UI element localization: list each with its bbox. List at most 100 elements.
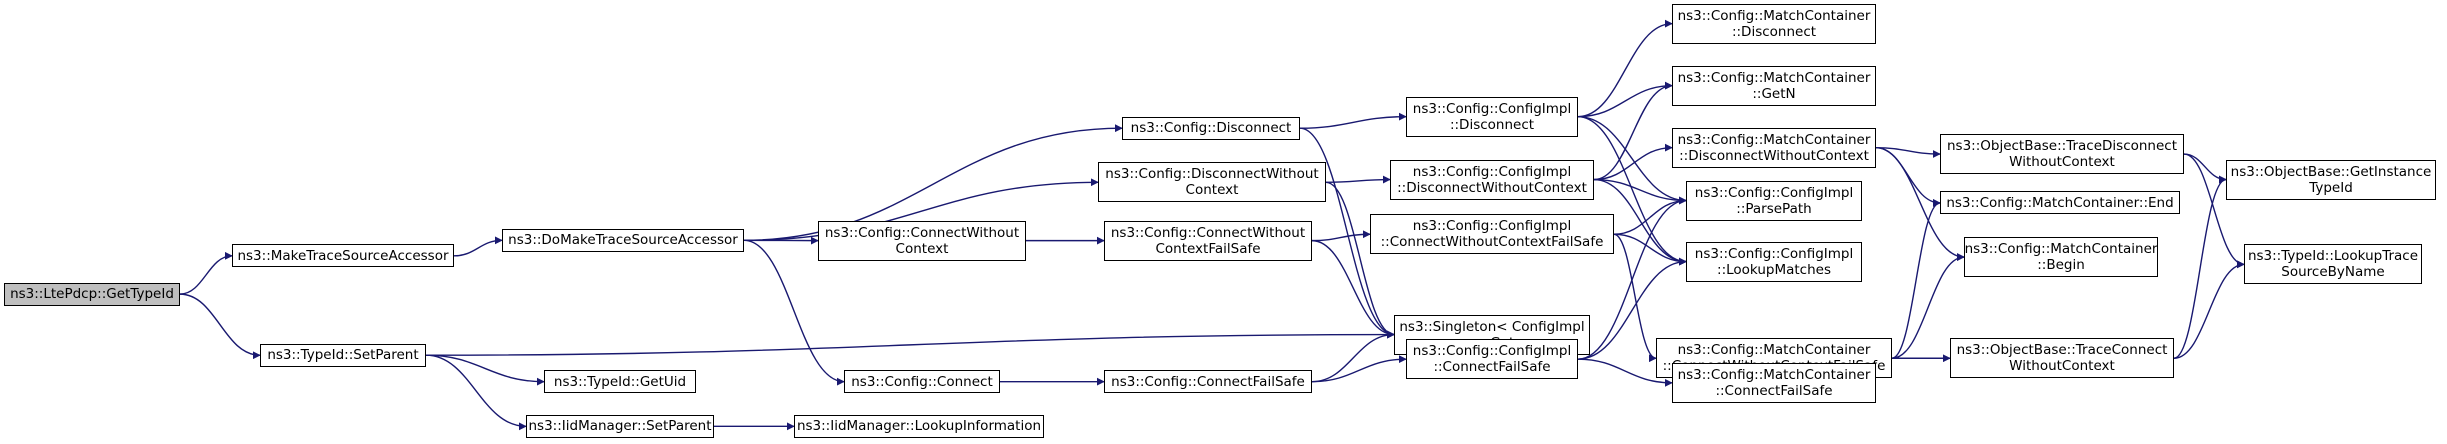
edge-root-to-make_trace_source_accessor	[179, 251, 233, 295]
node-label: TypeId	[2309, 179, 2353, 196]
edge-config_connect_failsafe-to-singleton_get	[1311, 330, 1395, 383]
node-make-trace-source-accessor[interactable]: ns3::MakeTraceSourceAccessor	[232, 244, 454, 268]
node-matchcontainer-disconnect-without-context[interactable]: ns3::Config::MatchContainer::DisconnectW…	[1672, 127, 1876, 168]
node-label: Context	[895, 240, 949, 257]
node-label: ns3::Config::ConfigImpl	[1412, 100, 1572, 117]
edge-do_make_trace_source_accessor-to-config_connect	[743, 239, 845, 386]
edge-do_make_trace_source_accessor-to-config_disconnect_without_context	[743, 178, 1099, 242]
node-configimpl-parse-path[interactable]: ns3::Config::ConfigImpl::ParsePath	[1686, 180, 1862, 221]
node-label: ns3::Config::DisconnectWithout	[1105, 166, 1319, 183]
edge-objectbase_trace_disconnect_without_context-to-typeid_lookup_trace_source_by_name	[2183, 153, 2245, 269]
node-label: ContextFailSafe	[1155, 240, 1261, 257]
node-label: ns3::Config::MatchContainer	[1677, 366, 1871, 383]
node-label: ::Begin	[2037, 257, 2085, 274]
edge-config_disconnect-to-singleton_get	[1299, 127, 1395, 339]
node-label: ns3::ObjectBase::TraceConnect	[1956, 342, 2168, 359]
edge-matchcontainer_disconnect_without_context-to-matchcontainer_end	[1875, 146, 1941, 207]
edge-configimpl_disconnect-to-matchcontainer_getn	[1577, 81, 1673, 118]
node-label: SourceByName	[2281, 264, 2385, 281]
node-label: ::GetN	[1752, 85, 1796, 102]
edge-configimpl_disconnect-to-configimpl_parse_path	[1577, 115, 1687, 205]
node-label: ns3::Config::ConfigImpl	[1412, 163, 1572, 180]
node-label: ::ConnectWithoutContextFailSafe	[1380, 234, 1604, 251]
node-label: WithoutContext	[2009, 154, 2115, 171]
node-label: ::ConnectFailSafe	[1715, 382, 1833, 399]
node-label: WithoutContext	[2009, 358, 2115, 375]
node-label: ::ConnectFailSafe	[1433, 359, 1551, 376]
node-matchcontainer-disconnect[interactable]: ns3::Config::MatchContainer::Disconnect	[1672, 3, 1876, 44]
node-configimpl-lookup-matches[interactable]: ns3::Config::ConfigImpl::LookupMatches	[1686, 241, 1862, 282]
edge-do_make_trace_source_accessor-to-config_disconnect	[743, 124, 1123, 242]
edge-configimpl_disconnect_without_context-to-configimpl_lookup_matches	[1593, 178, 1687, 266]
edge-matchcontainer_disconnect_without_context-to-objectbase_trace_disconnect_without_context	[1875, 146, 1941, 159]
node-label: ns3::Config::ConfigImpl	[1694, 245, 1854, 262]
node-config-connect-failsafe[interactable]: ns3::Config::ConnectFailSafe	[1104, 370, 1312, 394]
edge-configimpl_disconnect_without_context-to-matchcontainer_getn	[1593, 81, 1673, 181]
node-iidmanager-lookup-information[interactable]: ns3::IidManager::LookupInformation	[794, 414, 1044, 438]
edge-config_disconnect-to-configimpl_disconnect	[1299, 112, 1407, 129]
node-label: ns3::LtePdcp::GetTypeId	[10, 286, 174, 303]
node-label: ns3::Config::Disconnect	[1130, 120, 1292, 137]
edge-configimpl_connect_failsafe-to-configimpl_parse_path	[1577, 196, 1687, 360]
node-matchcontainer-begin[interactable]: ns3::Config::MatchContainer::Begin	[1964, 237, 2158, 278]
node-config-connect[interactable]: ns3::Config::Connect	[844, 370, 1000, 394]
node-label: ::Disconnect	[1449, 116, 1535, 133]
node-label: ns3::Config::ConnectWithout	[824, 224, 1020, 241]
edge-objectbase_trace_connect_without_context-to-typeid_lookup_trace_source_by_name	[2173, 260, 2245, 359]
node-typeid-set-parent[interactable]: ns3::TypeId::SetParent	[260, 343, 426, 367]
node-configimpl-disconnect[interactable]: ns3::Config::ConfigImpl::Disconnect	[1406, 96, 1578, 137]
node-label: ::DisconnectWithoutContext	[1397, 179, 1587, 196]
edge-configimpl_disconnect_without_context-to-matchcontainer_disconnect_without_context	[1593, 143, 1673, 181]
edge-typeid_set_parent-to-iidmanager_set_parent	[425, 354, 527, 431]
node-label: ns3::DoMakeTraceSourceAccessor	[508, 232, 738, 249]
node-label: ns3::ObjectBase::TraceDisconnect	[1946, 138, 2178, 155]
edge-configimpl_disconnect-to-matchcontainer_disconnect	[1577, 19, 1673, 118]
node-label: ns3::Config::ConnectFailSafe	[1111, 373, 1305, 390]
edge-configimpl_disconnect-to-configimpl_lookup_matches	[1577, 115, 1687, 266]
node-matchcontainer-end[interactable]: ns3::Config::MatchContainer::End	[1940, 191, 2180, 215]
node-label: ns3::Config::ConfigImpl	[1694, 184, 1854, 201]
edge-matchcontainer_disconnect_without_context-to-matchcontainer_begin	[1875, 146, 1965, 262]
node-label: ns3::Config::MatchContainer	[1677, 342, 1871, 359]
edge-config_disconnect_without_context-to-singleton_get	[1325, 181, 1395, 339]
node-label: ::Disconnect	[1731, 23, 1817, 40]
edge-objectbase_trace_connect_without_context-to-objectbase_get_instance_typeid	[2173, 175, 2227, 359]
node-label: Context	[1185, 182, 1239, 199]
node-do-make-trace-source-accessor[interactable]: ns3::DoMakeTraceSourceAccessor	[502, 228, 744, 252]
node-configimpl-connect-without-context-failsafe[interactable]: ns3::Config::ConfigImpl::ConnectWithoutC…	[1370, 214, 1614, 255]
node-configimpl-connect-failsafe[interactable]: ns3::Config::ConfigImpl::ConnectFailSafe	[1406, 339, 1578, 380]
node-matchcontainer-getn[interactable]: ns3::Config::MatchContainer::GetN	[1672, 65, 1876, 106]
node-label: ns3::Config::MatchContainer	[1677, 7, 1871, 24]
edge-config_connect_without_context_failsafe-to-singleton_get	[1311, 239, 1395, 339]
node-configimpl-disconnect-without-context[interactable]: ns3::Config::ConfigImpl::DisconnectWitho…	[1390, 159, 1594, 200]
node-matchcontainer-connect-failsafe[interactable]: ns3::Config::MatchContainer::ConnectFail…	[1672, 362, 1876, 403]
edge-configimpl_connect_without_context_failsafe-to-configimpl_parse_path	[1613, 196, 1687, 235]
node-label: ns3::Config::MatchContainer::End	[1946, 194, 2174, 211]
node-label: ns3::Config::Connect	[851, 373, 993, 390]
node-label: ::ParsePath	[1736, 200, 1812, 217]
edge-root-to-typeid_set_parent	[179, 293, 261, 360]
node-config-disconnect[interactable]: ns3::Config::Disconnect	[1122, 116, 1300, 140]
node-typeid-get-uid[interactable]: ns3::TypeId::GetUid	[544, 370, 696, 394]
node-label: ns3::Config::MatchContainer	[1677, 131, 1871, 148]
call-edges	[179, 19, 2245, 431]
edge-objectbase_trace_disconnect_without_context-to-objectbase_get_instance_typeid	[2183, 153, 2227, 184]
node-label: ns3::Config::MatchContainer	[1964, 241, 2158, 258]
edge-matchcontainer_connect_without_context_failsafe-to-matchcontainer_end	[1891, 199, 1941, 359]
edge-typeid_set_parent-to-typeid_get_uid	[425, 354, 545, 386]
node-iidmanager-set-parent[interactable]: ns3::IidManager::SetParent	[526, 414, 714, 438]
node-label: ns3::MakeTraceSourceAccessor	[237, 247, 449, 264]
node-label: ns3::TypeId::LookupTrace	[2247, 248, 2419, 265]
node-label: ns3::Config::ConfigImpl	[1412, 343, 1572, 360]
node-label: ns3::TypeId::GetUid	[553, 373, 687, 390]
edge-configimpl_connect_failsafe-to-matchcontainer_connect_failsafe	[1577, 358, 1673, 387]
edge-configimpl_connect_without_context_failsafe-to-matchcontainer_connect_without_context_failsafe	[1613, 233, 1657, 363]
